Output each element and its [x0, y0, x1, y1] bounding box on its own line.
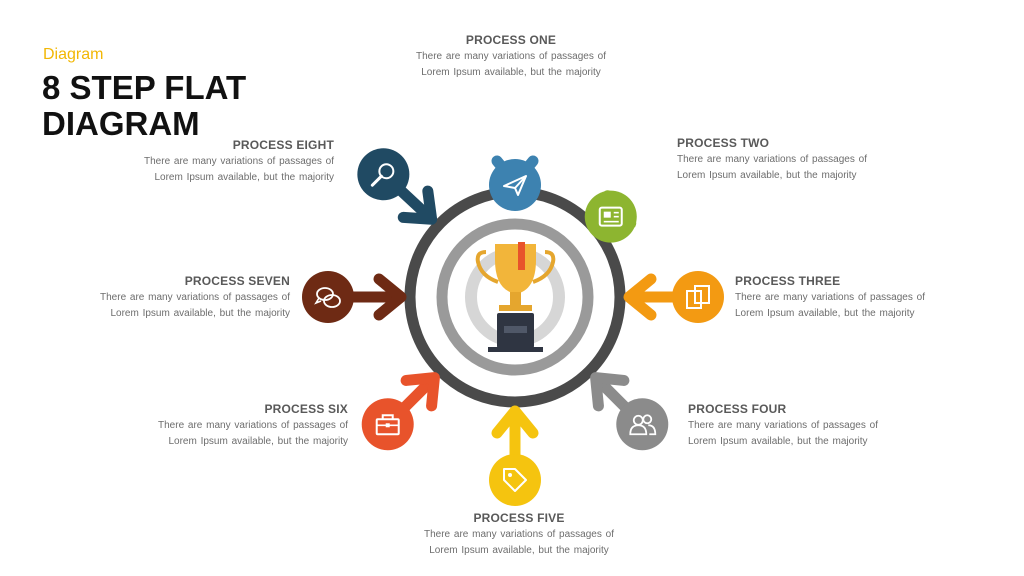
title-line-2: DIAGRAM: [42, 105, 200, 142]
paper-plane-icon: [503, 175, 527, 196]
title-line-1: 8 STEP FLAT: [42, 69, 247, 106]
arrow-head-3: [623, 273, 657, 321]
step-desc-line-2: Lorem Ipsum available, but the majority: [688, 436, 868, 447]
step-desc-line-2: Lorem Ipsum available, but the majority: [168, 436, 348, 447]
step-node-2: [584, 190, 637, 243]
step-desc-line-2: Lorem Ipsum available, but the majority: [421, 67, 601, 78]
step-desc-line-1: There are many variations of passages of: [144, 156, 334, 167]
tag-icon: [503, 468, 527, 492]
step-desc-line-1: There are many variations of passages of: [100, 292, 290, 303]
step-label-1: PROCESS ONE There are many variations of …: [396, 32, 626, 81]
arrow-head-4: [590, 372, 630, 412]
step-desc-line-2: Lorem Ipsum available, but the majority: [429, 545, 609, 556]
step-title: PROCESS FIVE: [473, 511, 565, 525]
step-title: PROCESS SEVEN: [184, 274, 290, 288]
step-desc-line-1: There are many variations of passages of: [735, 292, 925, 303]
step-title: PROCESS TWO: [677, 136, 770, 150]
step-title: PROCESS EIGHT: [232, 138, 334, 152]
step-label-8: PROCESS EIGHT There are many variations o…: [104, 137, 334, 186]
step-desc-line-2: Lorem Ipsum available, but the majority: [154, 172, 334, 183]
step-label-7: PROCESS SEVEN There are many variations o…: [60, 273, 290, 322]
step-node-7: [302, 271, 354, 323]
page-title: 8 STEP FLAT DIAGRAM: [42, 70, 246, 142]
chat-bubbles-icon: [314, 287, 341, 308]
step-desc-line-1: There are many variations of passages of: [424, 529, 614, 540]
step-desc-line-1: There are many variations of passages of: [158, 420, 348, 431]
step-desc-line-2: Lorem Ipsum available, but the majority: [735, 308, 915, 319]
diagram-kicker: Diagram: [43, 46, 104, 63]
users-icon: [629, 414, 657, 436]
step-desc-line-2: Lorem Ipsum available, but the majority: [677, 170, 857, 181]
trophy-icon: [475, 242, 556, 352]
step-desc-line-1: There are many variations of passages of: [416, 51, 606, 62]
step-node-8: [357, 148, 410, 201]
step-label-6: PROCESS SIX There are many variations of …: [118, 401, 348, 450]
step-node-6: [361, 398, 414, 451]
step-desc-line-1: There are many variations of passages of: [677, 154, 867, 165]
arrow-head-7: [373, 273, 407, 321]
step-title: PROCESS SIX: [264, 402, 348, 416]
briefcase-icon: [375, 414, 400, 436]
step-title: PROCESS ONE: [465, 33, 557, 47]
step-label-2: PROCESS TWO There are many variations of …: [677, 135, 907, 184]
step-label-4: PROCESS FOUR There are many variations of…: [688, 401, 918, 450]
step-node-5: [489, 454, 541, 506]
newspaper-icon: [598, 206, 623, 227]
arrow-head-5: [491, 405, 539, 439]
arrow-head-6: [400, 372, 440, 412]
step-title: PROCESS THREE: [735, 274, 841, 288]
step-label-5: PROCESS FIVE There are many variations of…: [404, 510, 634, 559]
step-title: PROCESS FOUR: [688, 402, 787, 416]
arrow-head-8: [397, 185, 438, 225]
step-desc-line-2: Lorem Ipsum available, but the majority: [110, 308, 290, 319]
step-node-1: [489, 159, 541, 211]
step-desc-line-1: There are many variations of passages of: [688, 420, 878, 431]
middle-ring: [436, 218, 594, 376]
step-node-3: [672, 271, 724, 323]
documents-icon: [686, 285, 710, 309]
search-icon: [370, 163, 395, 187]
step-label-3: PROCESS THREE There are many variations o…: [735, 273, 965, 322]
step-node-4: [616, 398, 669, 451]
